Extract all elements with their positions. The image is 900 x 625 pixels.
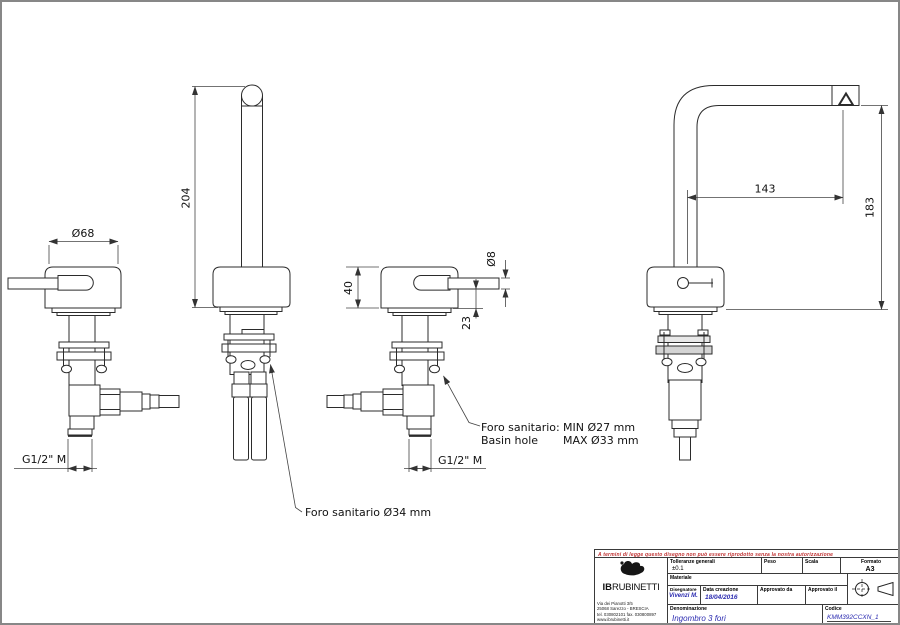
- formato-label: Formato: [861, 559, 881, 565]
- dim-143-label: 143: [755, 183, 776, 196]
- brand-rest: RUBINETTI: [612, 582, 660, 593]
- address-line: www.ibrubinetti.it: [597, 616, 630, 622]
- data-creazione-cell: Data creazione 18/04/2016: [700, 585, 758, 605]
- disegnatore-label: Disegnatore: [670, 587, 697, 592]
- dim-height-204: 204: [180, 86, 245, 308]
- company-cell: IBRUBINETTI Via dei Pianotti 3/5 25068 S…: [594, 557, 668, 623]
- address-line: tel. 030802101 fax. 030800897: [597, 611, 657, 617]
- codice-label: Codice: [825, 606, 842, 612]
- dim-body-height-40: 40: [342, 266, 379, 309]
- dim-thread-left-label: G1/2" M: [22, 453, 66, 466]
- view-spout-side: [646, 85, 860, 461]
- address-line: 25068 Sarezzo - BRESCIA: [597, 606, 649, 612]
- note-minmax-l1b: MIN Ø27 mm: [563, 421, 635, 434]
- dim-height-183: 183: [726, 105, 888, 310]
- approvato-il-label: Approvato il: [808, 587, 838, 593]
- dim-183-label: 183: [864, 197, 877, 218]
- disegnatore-cell: Disegnatore Vivenzi M.: [667, 585, 701, 605]
- dim-thread-left: G1/2" M: [14, 439, 97, 472]
- note-minmax-l2a: Basin hole: [481, 434, 538, 447]
- dim-reach-143: 143: [687, 110, 844, 264]
- denominazione-cell: Denominazione Ingombro 3 fori: [667, 604, 823, 623]
- formato-value: A3: [865, 566, 875, 573]
- note-basin-hole-34: Foro sanitario Ø34 mm: [269, 364, 431, 519]
- note-basin-hole-min-max: Foro sanitario: MIN Ø27 mm Basin hole MA…: [443, 375, 639, 447]
- tolleranze-label: Tolleranze generali: [670, 559, 715, 565]
- codice-value: KMM392CCXN_1: [827, 614, 891, 622]
- tolleranze-value: ±0.1: [672, 566, 684, 572]
- approvato-da-label: Approvato da: [760, 587, 793, 593]
- title-block: A termini di legge questo disegno non pu…: [594, 549, 898, 623]
- dim-204-label: 204: [180, 188, 193, 209]
- dim-diameter-68: Ø68: [48, 227, 119, 264]
- dim-lever-diameter-8: Ø8: [485, 251, 510, 307]
- formato-cell: Formato A3: [840, 557, 898, 574]
- dim-thread-right: G1/2" M: [404, 439, 486, 472]
- view-spout-front: [212, 84, 291, 461]
- denominazione-label: Denominazione: [670, 606, 707, 612]
- dim-thread-right-label: G1/2" M: [438, 454, 482, 467]
- materiale-label: Materiale: [670, 575, 692, 581]
- dim-40-label: 40: [342, 281, 355, 295]
- peso-label: Peso: [764, 559, 776, 565]
- data-creazione-label: Data creazione: [703, 587, 739, 593]
- tolleranze-cell: Tolleranze generali ±0.1: [667, 557, 762, 574]
- view-handle-front-left: [7, 266, 180, 437]
- dim-8-label: Ø8: [485, 251, 498, 267]
- note-34-label: Foro sanitario Ø34 mm: [305, 506, 431, 519]
- scala-cell: Scala: [802, 557, 841, 574]
- disegnatore-value: Vivenzi M.: [669, 593, 698, 599]
- note-minmax-l1a: Foro sanitario:: [481, 421, 560, 434]
- codice-cell: Codice KMM392CCXN_1: [822, 604, 898, 623]
- projection-symbol-icon: [852, 579, 894, 599]
- view-handle-front-right: [326, 266, 500, 437]
- company-brand: IBRUBINETTI: [595, 582, 667, 593]
- scala-label: Scala: [805, 559, 819, 565]
- dim-lever-offset-23: 23: [453, 279, 483, 330]
- dim-23-label: 23: [460, 316, 473, 330]
- dim-68-label: Ø68: [72, 227, 95, 240]
- brand-bold: IB: [602, 582, 613, 593]
- legal-notice: A termini di legge questo disegno non pu…: [598, 551, 834, 558]
- peso-cell: Peso: [761, 557, 803, 574]
- note-minmax-l2b: MAX Ø33 mm: [563, 434, 639, 447]
- approvato-da-cell: Approvato da: [757, 585, 806, 605]
- address-line: Via dei Pianotti 3/5: [597, 601, 633, 607]
- company-logo-mark: [620, 561, 645, 576]
- data-creazione-value: 18/04/2016: [705, 594, 738, 601]
- denominazione-value: Ingombro 3 fori: [672, 614, 738, 623]
- projection-cell: [847, 573, 898, 605]
- approvato-il-cell: Approvato il: [805, 585, 848, 605]
